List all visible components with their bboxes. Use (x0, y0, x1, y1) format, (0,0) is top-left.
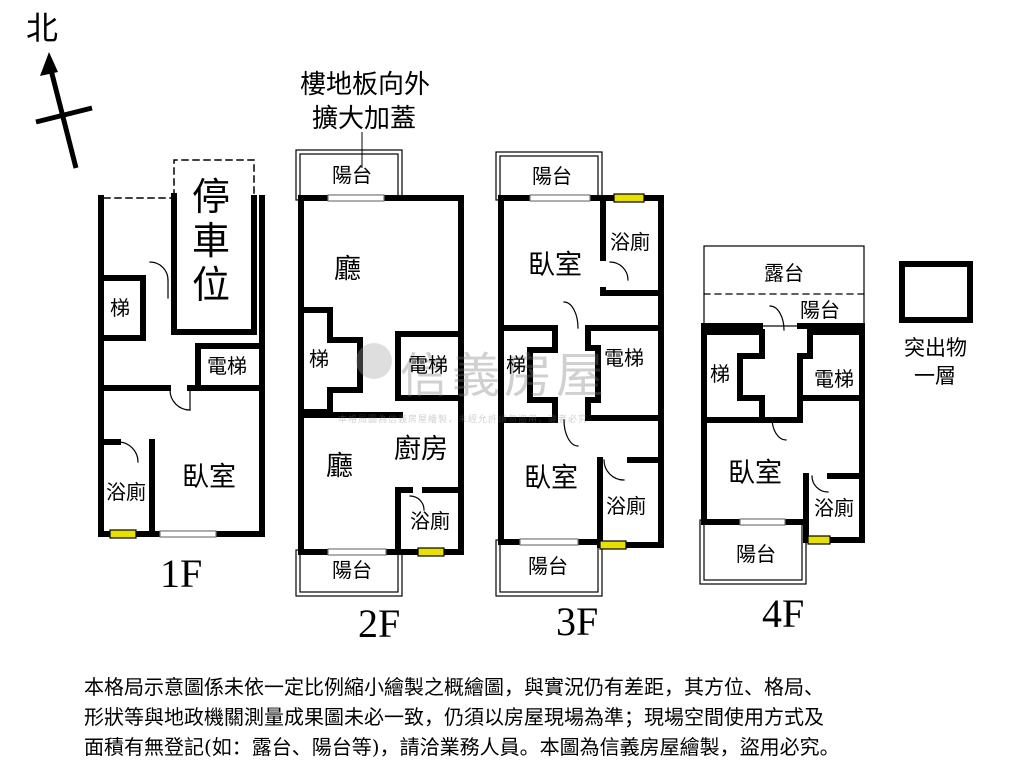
f1-parking-char-3: 位 (192, 263, 231, 307)
f4-terrace: 露台 (764, 261, 804, 285)
legend-protrusion-symbol (899, 261, 973, 323)
f3-bedroom-top: 臥室 (528, 250, 582, 281)
watermark-logo-icon (356, 343, 392, 379)
north-label: 北 (26, 9, 59, 47)
f1-bedroom: 臥室 (182, 462, 236, 493)
f3-stairs: 梯 (506, 353, 526, 377)
floor-1f-doors (117, 261, 191, 463)
f3-balcony-top: 陽台 (532, 164, 572, 188)
yellow-window-markers (109, 193, 831, 557)
f4-balcony-bottom: 陽台 (736, 542, 776, 566)
f2-balcony-bottom: 陽台 (332, 558, 372, 582)
f3-balcony-bottom: 陽台 (528, 554, 568, 578)
f2-hall-bottom: 廳 (326, 451, 353, 482)
f1-elevator: 電梯 (207, 354, 247, 378)
f3-floor-label: 3F (556, 599, 599, 644)
disclaimer-line-2: 形狀等與地政機關測量成果圖未必一致，仍須以房屋現場為準；現場空間使用方式及 (84, 705, 824, 729)
f1-bath: 浴廁 (106, 480, 146, 504)
legend-line-1: 突出物 (904, 336, 967, 360)
floor-4f-terrace-balcony (699, 245, 865, 585)
f2-balcony-top: 陽台 (332, 163, 372, 187)
f1-parking-char-2: 車 (192, 219, 231, 263)
f3-elevator: 電梯 (604, 346, 644, 370)
f2-bath: 浴廁 (410, 509, 450, 533)
floor-1f-open-lines (103, 159, 255, 199)
annotation-line-1: 樓地板向外 (300, 70, 431, 100)
disclaimer: 本格局示意圖係未依一定比例縮小繪製之概繪圖，與實況仍有差距，其方位、格局、 形狀… (84, 672, 1004, 762)
watermark-notice: 本格局圖為信義房屋繪製，未經允許請勿盜用，違者必究 (338, 415, 589, 425)
f4-stairs: 梯 (710, 362, 730, 386)
disclaimer-line-3: 面積有無登記(如：露台、陽台等)，請洽業務人員。本圖為信義房屋繪製，盜用必究。 (84, 735, 840, 759)
f3-bedroom-bottom: 臥室 (524, 463, 578, 494)
compass-icon (35, 52, 93, 169)
f3-bath-bottom: 浴廁 (606, 494, 646, 518)
f4-balcony-top: 陽台 (800, 298, 840, 322)
watermark-brand: 信義房屋 (400, 348, 609, 404)
f1-floor-label: 1F (160, 551, 203, 596)
f4-floor-label: 4F (762, 591, 805, 636)
disclaimer-line-1: 本格局示意圖係未依一定比例縮小繪製之概繪圖，與實況仍有差距，其方位、格局、 (84, 675, 824, 699)
f4-elevator: 電梯 (814, 367, 854, 391)
f2-kitchen: 廚房 (394, 434, 448, 465)
f4-bedroom: 臥室 (728, 458, 782, 489)
f1-parking-char-1: 停 (192, 175, 231, 219)
f2-floor-label: 2F (358, 601, 401, 646)
f1-stairs: 梯 (110, 296, 130, 320)
annotation-line-2: 擴大加蓋 (312, 104, 417, 134)
f2-stairs: 梯 (309, 347, 329, 371)
f2-hall-top: 廳 (334, 254, 361, 285)
f4-bath: 浴廁 (814, 496, 854, 520)
f2-elevator: 電梯 (408, 353, 448, 377)
legend-line-2: 一層 (914, 364, 956, 388)
f3-bath-top: 浴廁 (610, 230, 650, 254)
window-markers (159, 194, 786, 556)
